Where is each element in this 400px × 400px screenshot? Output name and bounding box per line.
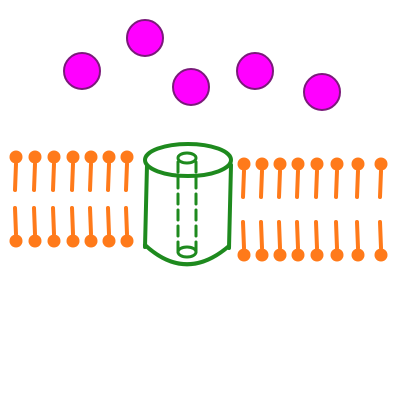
lipid-tail-bottom: [51, 206, 56, 236]
molecule-4: [236, 52, 274, 90]
lipid-right-3: [273, 157, 287, 262]
channel-top-rim: [143, 142, 233, 178]
lipid-tail-bottom: [259, 220, 264, 250]
lipid-right-1: [237, 157, 251, 262]
lipid-tail-top: [32, 162, 37, 192]
lipid-tail-bottom: [355, 220, 360, 250]
lipid-right-6: [330, 157, 344, 262]
lipid-head-top: [102, 150, 116, 164]
lipid-tail-top: [51, 162, 56, 192]
lipid-head-top: [120, 150, 134, 164]
lipid-tail-bottom: [277, 220, 282, 250]
lipid-tail-top: [70, 162, 75, 192]
lipid-head-top: [351, 157, 365, 171]
lipid-head-top: [330, 157, 344, 171]
lipid-left-1: [9, 150, 23, 248]
lipid-head-bottom: [237, 248, 251, 262]
lipid-left-3: [47, 150, 61, 248]
pore-bottom-ellipse: [176, 245, 198, 259]
lipid-head-top: [84, 150, 98, 164]
lipid-tail-top: [106, 162, 111, 192]
lipid-bilayer-left: [9, 150, 134, 248]
molecules-group: [63, 19, 341, 111]
lipid-tail-bottom: [241, 220, 246, 250]
lipid-head-top: [9, 150, 23, 164]
lipid-tail-bottom: [295, 220, 300, 250]
lipid-tail-top: [334, 169, 339, 199]
lipid-tail-top: [277, 169, 282, 199]
lipid-head-top: [237, 157, 251, 171]
lipid-head-bottom: [351, 248, 365, 262]
lipid-right-5: [310, 157, 324, 262]
molecule-3: [172, 68, 210, 106]
lipid-head-bottom: [66, 234, 80, 248]
lipid-tail-top: [13, 162, 18, 192]
lipid-tail-bottom: [314, 220, 319, 250]
lipid-tail-top: [314, 169, 319, 199]
lipid-right-2: [255, 157, 269, 262]
lipid-tail-top: [88, 162, 93, 192]
molecule-1: [126, 19, 164, 57]
lipid-head-top: [47, 150, 61, 164]
lipid-head-bottom: [374, 248, 388, 262]
lipid-tail-bottom: [13, 206, 18, 236]
lipid-head-bottom: [28, 234, 42, 248]
lipid-tail-bottom: [70, 206, 75, 236]
lipid-right-7: [351, 157, 365, 262]
lipid-head-bottom: [255, 248, 269, 262]
lipid-head-top: [374, 157, 388, 171]
channel-protein: [143, 142, 233, 267]
lipid-tail-top: [295, 169, 300, 199]
channel-right-wall: [227, 163, 233, 250]
lipid-head-bottom: [102, 234, 116, 248]
lipid-tail-top: [124, 162, 129, 192]
lipid-head-top: [310, 157, 324, 171]
lipid-head-bottom: [273, 248, 287, 262]
lipid-head-bottom: [330, 248, 344, 262]
lipid-left-6: [102, 150, 116, 248]
lipid-head-top: [66, 150, 80, 164]
lipid-head-top: [273, 157, 287, 171]
lipid-right-4: [291, 157, 305, 262]
pore-top-ellipse: [176, 151, 198, 165]
lipid-tail-bottom: [32, 206, 37, 236]
lipid-tail-top: [259, 169, 264, 199]
lipid-head-bottom: [84, 234, 98, 248]
channel-left-wall: [143, 163, 149, 249]
lipid-head-bottom: [310, 248, 324, 262]
lipid-left-2: [28, 150, 42, 248]
lipid-left-4: [66, 150, 80, 248]
lipid-head-bottom: [47, 234, 61, 248]
lipid-tail-top: [241, 169, 246, 199]
lipid-right-8: [374, 157, 388, 262]
molecule-2: [63, 52, 101, 90]
lipid-tail-bottom: [378, 220, 383, 250]
lipid-bilayer-right: [237, 157, 388, 262]
lipid-head-top: [291, 157, 305, 171]
lipid-tail-bottom: [124, 206, 129, 236]
lipid-tail-top: [378, 169, 383, 199]
molecule-5: [303, 73, 341, 111]
lipid-tail-bottom: [88, 206, 93, 236]
channel-bottom-rim: [143, 243, 231, 267]
lipid-tail-bottom: [106, 206, 111, 236]
lipid-left-7: [120, 150, 134, 248]
lipid-head-bottom: [291, 248, 305, 262]
lipid-head-top: [28, 150, 42, 164]
lipid-head-bottom: [9, 234, 23, 248]
lipid-left-5: [84, 150, 98, 248]
lipid-head-top: [255, 157, 269, 171]
lipid-tail-top: [355, 169, 360, 199]
lipid-tail-bottom: [334, 220, 339, 250]
lipid-head-bottom: [120, 234, 134, 248]
